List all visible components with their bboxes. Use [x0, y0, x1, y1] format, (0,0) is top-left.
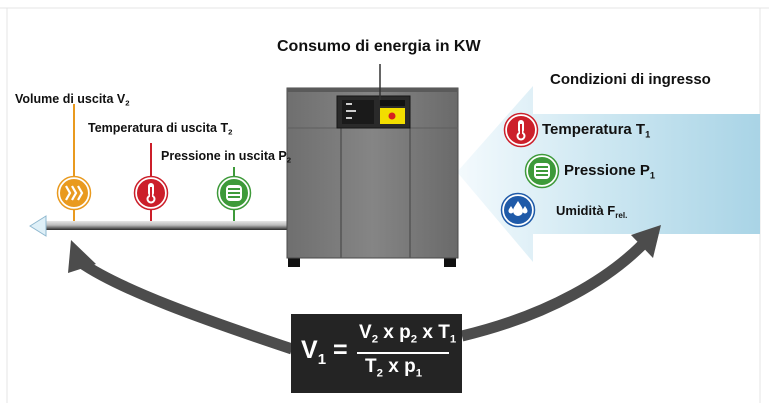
inlet-conditions-title: Condizioni di ingresso — [550, 71, 711, 88]
formula-numerator: V2 x p2 x T1 — [359, 322, 457, 346]
curved-arrow-left-head — [68, 240, 96, 273]
curved-arrow-left — [76, 257, 294, 355]
thermometer-icon — [133, 175, 169, 211]
inlet-temperature-label: Temperatura T1 — [542, 121, 651, 140]
fraction-bar — [357, 352, 449, 354]
outlet-volume-label: Volume di uscita V2 — [15, 92, 130, 108]
inlet-thermometer-icon — [503, 112, 539, 148]
emergency-stop-icon — [388, 112, 396, 120]
water-drops-icon — [500, 192, 536, 228]
energy-consumption-label: Consumo di energia in KW — [277, 38, 481, 55]
inlet-pressure-icon — [524, 153, 560, 189]
volume-formula: V1 = V2 x p2 x T1 T2 x p1 — [291, 314, 462, 393]
formula-lhs: V1 = — [301, 336, 348, 368]
airflow-icon — [56, 175, 92, 211]
outlet-arrow-head — [29, 215, 47, 237]
curved-arrow-right-head — [631, 225, 661, 258]
control-panel — [336, 95, 411, 129]
inlet-pressure-label: Pressione P1 — [564, 162, 656, 181]
pressure-icon — [216, 175, 252, 211]
curved-arrow-right — [460, 238, 649, 342]
outlet-temperature-label: Temperatura di uscita T2 — [88, 121, 233, 137]
outlet-pressure-label: Pressione in uscita P2 — [161, 149, 292, 165]
formula-denominator: T2 x p1 — [365, 356, 423, 380]
inlet-humidity-label: Umidità Frel. — [556, 203, 628, 220]
compressor — [286, 87, 459, 267]
outlet-pipe — [46, 221, 290, 230]
